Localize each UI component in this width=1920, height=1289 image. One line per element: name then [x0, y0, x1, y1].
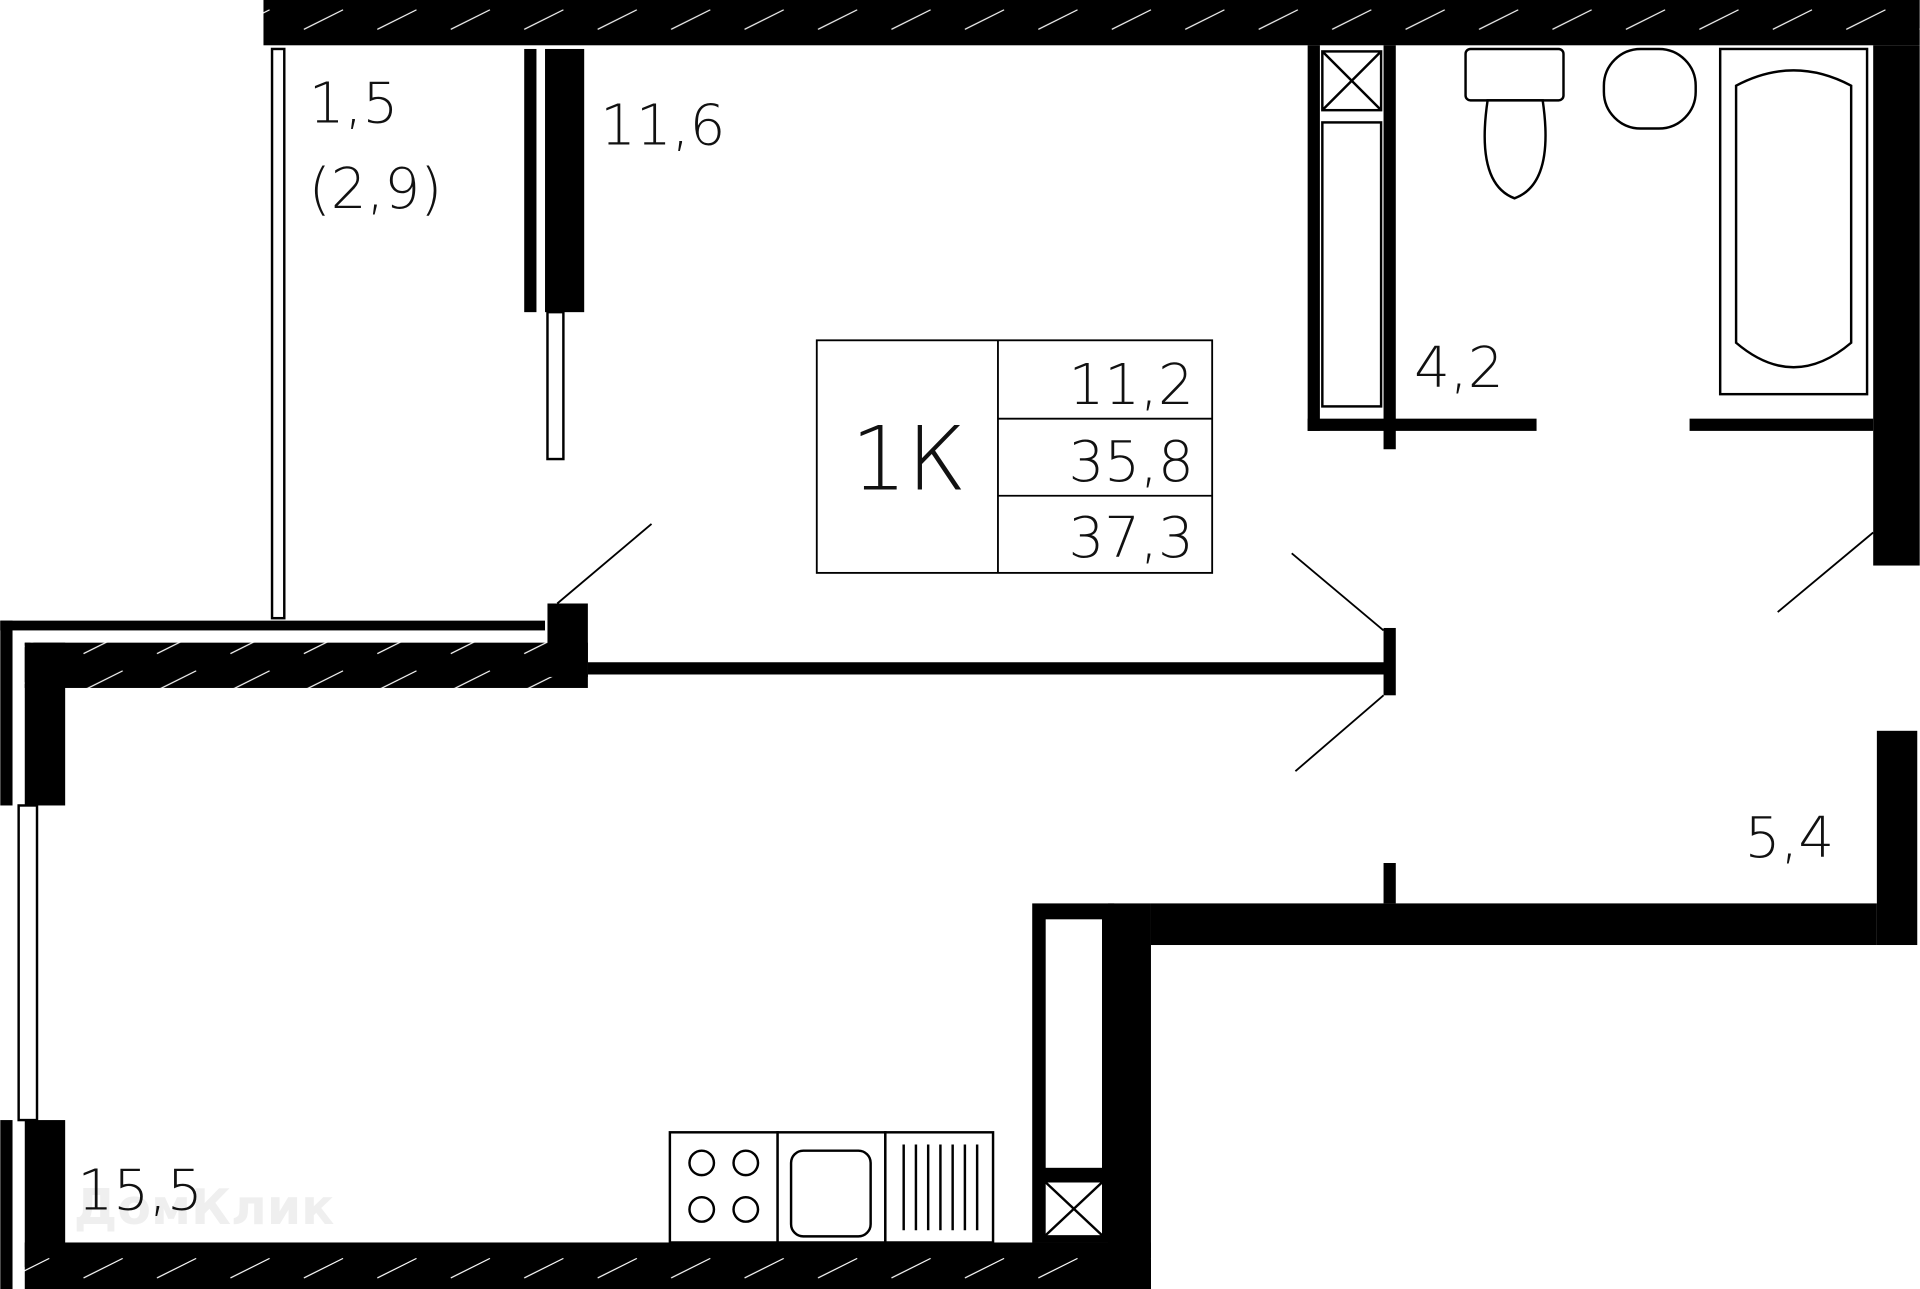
bathroom-wall-left — [1307, 418, 1537, 431]
toilet-bowl-icon — [1483, 99, 1547, 200]
bedroom-wall-left — [545, 48, 585, 313]
right-wall-lower — [1876, 730, 1918, 946]
partition-post — [1383, 627, 1396, 696]
windows — [17, 47, 565, 1122]
toilet-tank — [1464, 47, 1565, 102]
total-area: 35,8 — [1068, 430, 1193, 495]
balcony-full-area: (2,9) — [309, 157, 442, 222]
left-wall-upper — [24, 642, 66, 806]
living-area: 11,2 — [1068, 353, 1193, 418]
total-area-with-balcony: 37,3 — [1068, 506, 1193, 571]
thin-partition — [587, 662, 1390, 675]
balcony-side-edge — [0, 620, 13, 806]
door-jamb — [1383, 863, 1396, 904]
bottom-wall — [24, 1242, 1151, 1289]
top-wall — [263, 0, 1920, 46]
bedroom-window — [546, 310, 565, 461]
room-labels: 1,5 (2,9) 11,6 4,2 5,4 15,5 — [77, 71, 1834, 1223]
middle-wall — [24, 642, 588, 688]
watermark-logo: ДомКлик — [74, 1179, 335, 1236]
bathroom-area: 4,2 — [1414, 336, 1504, 401]
bath-duct — [1321, 121, 1383, 408]
stove-icon — [668, 1131, 779, 1244]
left-outer-line — [0, 1120, 13, 1289]
apartment-type: 1К — [851, 408, 966, 511]
shafts — [1043, 50, 1383, 1238]
area-table: 1К 11,2 35,8 37,3 — [815, 339, 1214, 574]
right-wall-upper — [1873, 45, 1920, 566]
kitchen-duct — [1043, 916, 1105, 1171]
balcony-window — [270, 47, 286, 620]
hallway-area: 5,4 — [1745, 806, 1835, 871]
kitchen-right-wall — [1108, 903, 1151, 1289]
hallway-bottom-wall — [1150, 903, 1877, 946]
washbasin-icon — [1602, 47, 1697, 130]
balcony-floor-edge — [0, 620, 546, 631]
wall-post — [547, 603, 588, 677]
bathroom-wall-right — [1689, 418, 1874, 431]
kitchen-living-area: 15,5 — [77, 1158, 202, 1223]
doors — [556, 523, 1874, 772]
bedroom-area: 11,6 — [600, 93, 725, 158]
bath-shaft-wall-right — [1383, 45, 1396, 450]
bath-shaft-wall — [1307, 45, 1320, 431]
balcony-partition — [524, 48, 537, 313]
fixtures — [668, 47, 1869, 1244]
kitchen-window — [17, 804, 39, 1122]
balcony-area: 1,5 — [309, 71, 399, 136]
